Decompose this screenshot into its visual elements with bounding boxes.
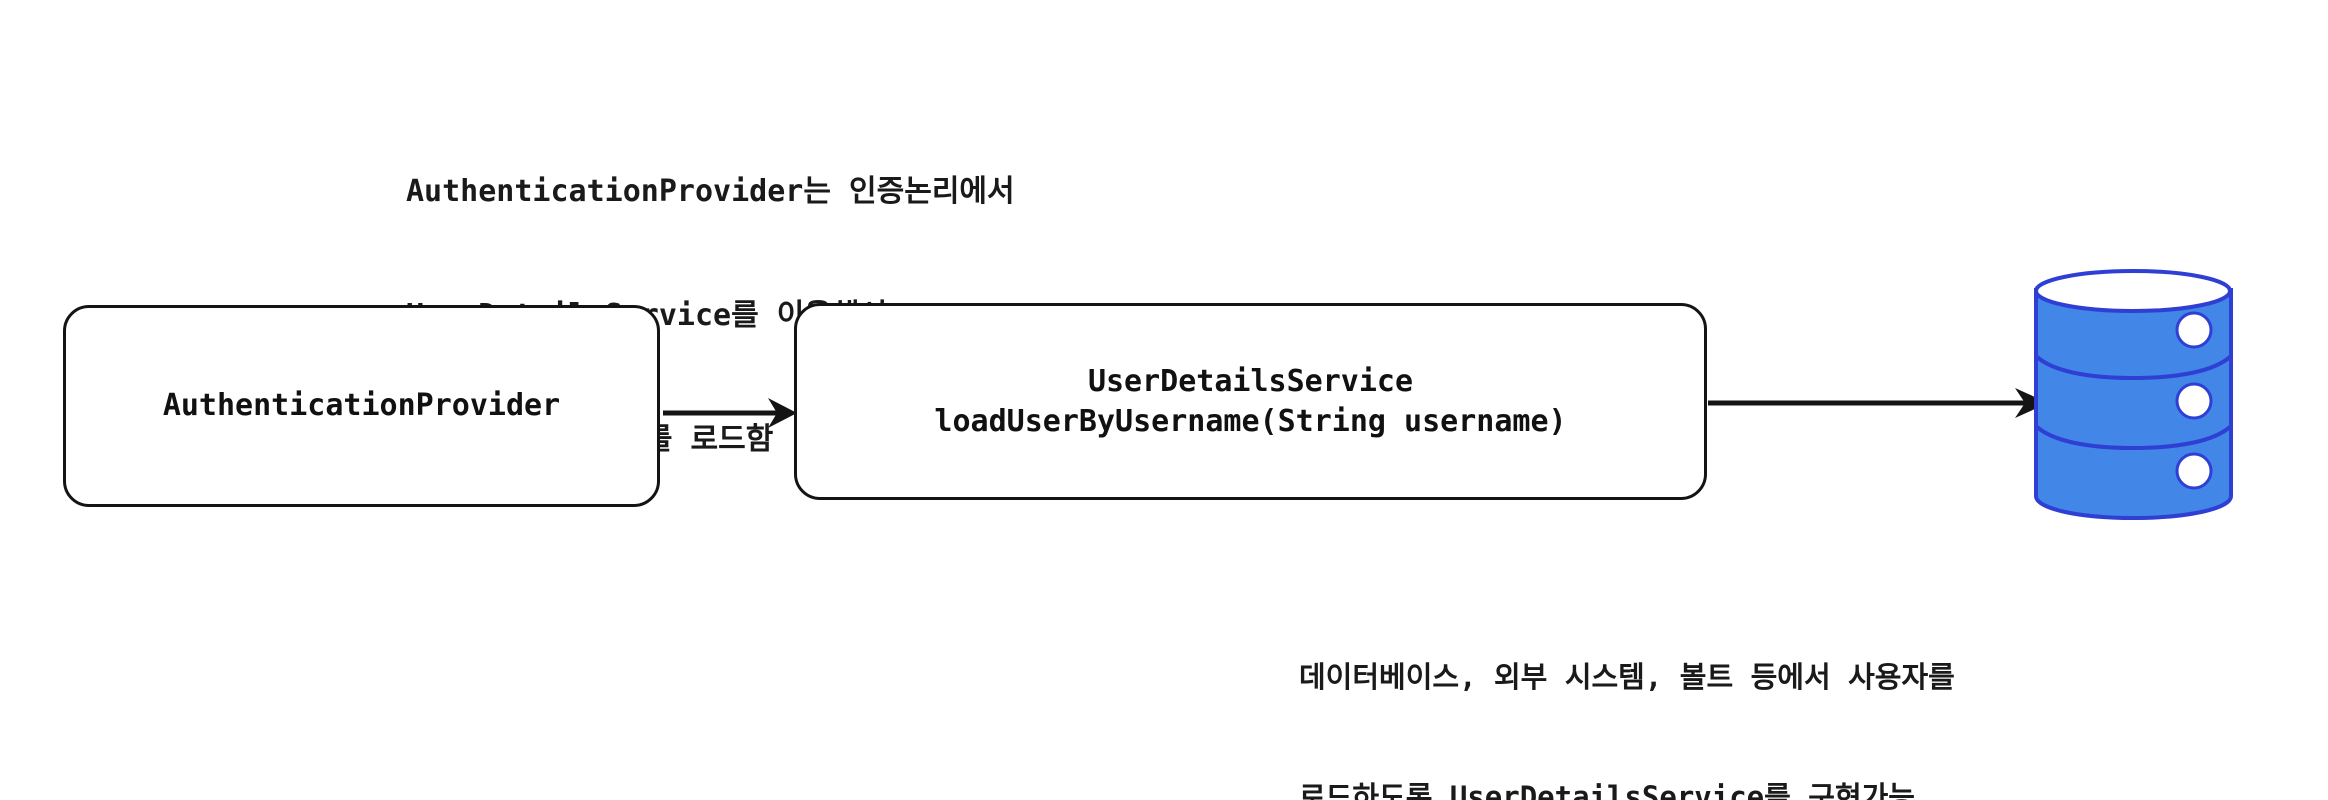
annotation-top-line-1: AuthenticationProvider는 인증논리에서	[406, 173, 1015, 209]
connector-auth-provider-to-user-details-service	[663, 398, 797, 428]
database-port-3	[2175, 452, 2213, 490]
node-user-details-service-line-1: UserDetailsService	[1087, 363, 1414, 399]
database-top-lid	[2034, 269, 2232, 313]
connector-1-arrowhead	[768, 398, 797, 428]
database-cylinder-icon	[2034, 269, 2233, 520]
database-segment-divider-2	[2034, 424, 2233, 451]
database-port-2	[2175, 382, 2213, 420]
node-user-details-service-line-2: loadUserByUsername(String username)	[934, 403, 1567, 439]
node-authentication-provider-label: AuthenticationProvider	[162, 388, 561, 424]
node-authentication-provider[interactable]: AuthenticationProvider	[63, 305, 660, 507]
connector-user-details-service-to-database	[1708, 388, 2048, 418]
annotation-bottom-line-1: 데이터베이스, 외부 시스템, 볼트 등에서 사용자를	[1299, 660, 1955, 695]
annotation-bottom: 데이터베이스, 외부 시스템, 볼트 등에서 사용자를 로드하도록 UserDe…	[1299, 577, 1955, 800]
node-user-details-service-label: UserDetailsService loadUserByUsername(St…	[934, 362, 1566, 441]
database-segment-divider-1	[2034, 354, 2233, 381]
database-port-1	[2175, 311, 2213, 349]
connector-2-arrowhead	[2015, 388, 2048, 418]
node-user-details-service[interactable]: UserDetailsService loadUserByUsername(St…	[794, 303, 1707, 500]
annotation-bottom-line-2: 로드하도록 UserDetailsService를 구현가능	[1299, 780, 1915, 800]
